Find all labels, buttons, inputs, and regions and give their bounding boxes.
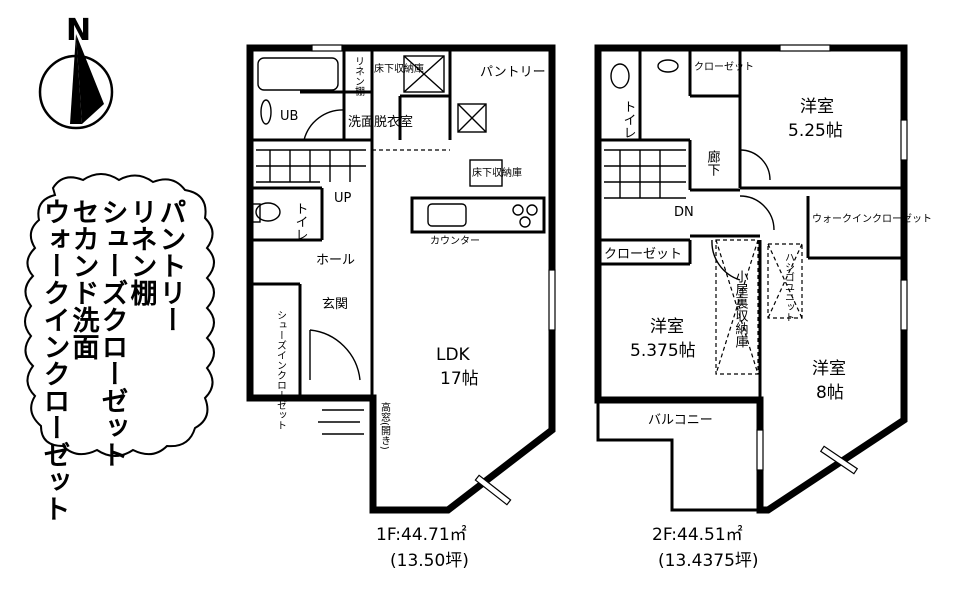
feature-line-3: シューズクローゼット	[97, 198, 128, 468]
floor1-plan: UB リネン棚 床下収納庫 パントリー 洗面脱衣室 UP トイレ 床下収納庫 カ…	[246, 44, 556, 571]
f2-western2-label: 洋室	[650, 317, 684, 337]
f2-area: 2F:44.51㎡	[652, 525, 743, 545]
washroom-door-swing	[303, 109, 345, 141]
attic-storage	[715, 239, 759, 375]
feature-line-5: ウォークインクローゼット	[39, 198, 70, 522]
f2-toilet-label: トイレ	[621, 100, 636, 139]
floor2-stairs	[604, 149, 686, 199]
feature-line-4: セカンド洗面	[68, 198, 100, 360]
bathtub	[257, 57, 339, 91]
entrance-steps	[318, 397, 364, 435]
floor1-toilet-tank	[251, 203, 261, 223]
f1-hall-label: ホール	[316, 253, 355, 268]
floor2-window-top	[779, 44, 831, 52]
closet-door-swing	[711, 239, 741, 281]
floor1-outer-wall	[246, 44, 556, 514]
underfloor-storage-top	[403, 55, 445, 93]
f1-pantry-label: パントリー	[480, 65, 546, 80]
pantry-box-x	[457, 103, 487, 133]
f1-ldk-label: LDK	[436, 345, 471, 365]
floor-storage-kitchen	[469, 159, 503, 187]
f2-western2-size: 5.375帖	[630, 341, 696, 361]
balcony-outline	[596, 400, 760, 512]
f1-underfloor-top-label: 床下収納庫	[374, 62, 424, 75]
floor1-window-top	[311, 44, 343, 52]
f2-ladder-label: ハシゴユニット	[783, 252, 795, 322]
f2-western3-size: 8帖	[816, 383, 844, 403]
f2-wic-label: ウォークインクローゼット	[812, 213, 932, 225]
pantry-box	[457, 103, 487, 133]
f2-western1-size: 5.25帖	[788, 121, 843, 141]
floor2-window-right2	[900, 279, 908, 331]
f1-high-window-label: 高窓(開き)	[379, 401, 391, 450]
f1-washroom-label: 洗面脱衣室	[348, 114, 413, 130]
stove-burner-3	[519, 216, 531, 228]
floor1-window-ldk	[548, 269, 556, 331]
compass: N	[38, 13, 114, 130]
floor1-window-diag	[474, 474, 512, 506]
bath-drain	[260, 99, 272, 125]
floor1-interior-walls	[250, 48, 452, 398]
stove-burner-1	[512, 204, 524, 216]
f1-ub-label: UB	[280, 109, 298, 124]
f2-western3-label: 洋室	[812, 359, 846, 379]
floor1-toilet-bowl	[255, 202, 281, 222]
floor1-stairs	[256, 149, 366, 183]
f2-corridor-label: 廊下	[705, 149, 721, 176]
corridor-door-swing	[739, 149, 771, 181]
entrance-door-swing	[309, 329, 361, 381]
cloud-outline	[24, 173, 215, 457]
f1-shoe-closet-label: シューズインクローゼット	[275, 310, 287, 430]
kitchen-counter	[410, 196, 546, 234]
floor2-window-diag	[819, 445, 859, 475]
f1-ldk-size: 17帖	[440, 369, 479, 389]
attic-storage-x	[715, 239, 759, 375]
floor2-toilet-bowl	[610, 63, 630, 89]
stove-burner-2	[526, 204, 538, 216]
f2-balcony-label: バルコニー	[648, 413, 713, 428]
wic-door-swing	[739, 195, 775, 231]
compass-needle	[70, 34, 82, 124]
f1-entrance-label: 玄関	[322, 297, 348, 312]
compass-label: N	[66, 13, 91, 48]
kitchen-sink	[427, 203, 467, 227]
f1-area: 1F:44.71㎡	[376, 525, 467, 545]
floor2-window-right	[900, 119, 908, 161]
f1-counter-label: カウンター	[430, 235, 480, 247]
f1-linen-label: リネン棚	[353, 56, 365, 97]
f2-closet-label: クローゼット	[604, 247, 682, 262]
feature-line-2: リネン棚	[126, 198, 158, 306]
f2-attic-label: 小屋裏収納庫	[733, 270, 749, 348]
f1-tsubo: (13.50坪)	[390, 551, 469, 571]
floor2-sink	[657, 59, 679, 73]
feature-line-1: パントリー	[155, 198, 186, 333]
f2-closet-small-label: クローゼット	[694, 61, 754, 73]
floor2-window-balcony	[756, 429, 764, 471]
f1-toilet-label: トイレ	[293, 202, 308, 241]
compass-needle-right	[76, 34, 104, 124]
underfloor-storage-top-x	[403, 55, 445, 93]
f2-dn-label: DN	[674, 205, 694, 220]
f1-underfloor-kitchen-label: 床下収納庫	[472, 166, 522, 179]
floor2-plan: トイレ クローゼット 洋室 5.25帖 廊下 DN ウォークインクローゼット ク…	[594, 44, 932, 571]
f1-up-label: UP	[334, 191, 352, 206]
f2-tsubo: (13.4375坪)	[658, 551, 759, 571]
floor2-interior-walls	[598, 48, 904, 402]
feature-cloud: パントリー リネン棚 シューズクローゼット セカンド洗面 ウォークインクローゼッ…	[24, 173, 215, 522]
f2-western1-label: 洋室	[800, 97, 834, 117]
ladder-unit	[767, 243, 803, 319]
